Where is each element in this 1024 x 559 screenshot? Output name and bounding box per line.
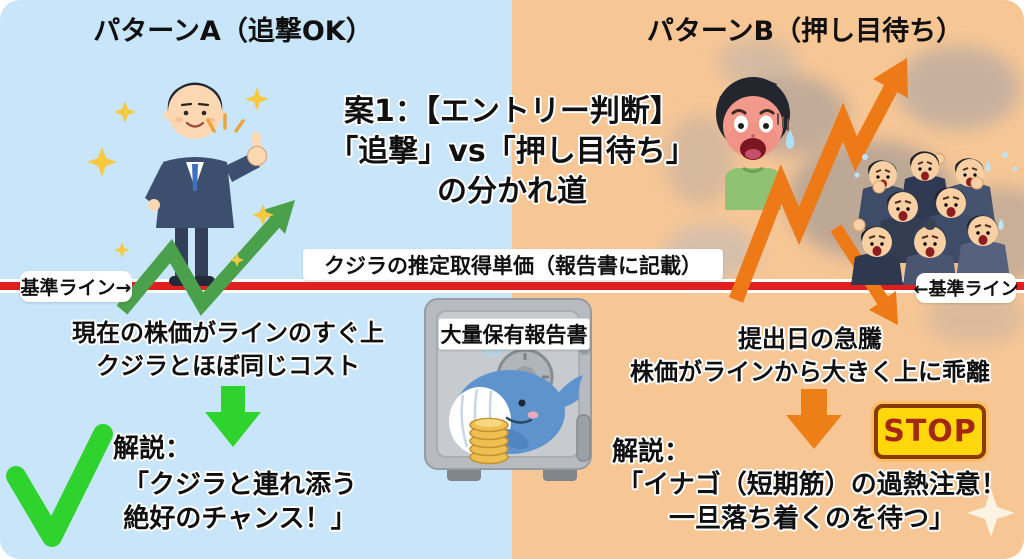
pattern-a-comment-line2: 絶好のチャンス！」 — [123, 504, 357, 534]
pattern-a-observation-line1: 現在の株価がラインのすぐ上 — [72, 319, 384, 347]
green-block-down-arrow-icon — [205, 386, 261, 447]
main-title-line2: 「追撃」vs「押し目待ち」 — [328, 134, 696, 169]
orange-block-down-arrow-icon — [786, 389, 842, 449]
pattern-b-comment: 「イナゴ（短期筋）の過熱注意！ 一旦落ち着くのを待つ」 — [600, 468, 1024, 536]
green-checkmark-icon — [6, 424, 113, 547]
pattern-a-observation-line2: クジラとほぼ同じコスト — [96, 352, 360, 380]
pattern-b-observation-line2: 株価がラインから大きく上に乖離 — [630, 358, 990, 386]
crowd-person — [851, 218, 903, 285]
pattern-a-comment-line1: 「クジラと連れ添う — [122, 470, 357, 500]
sweat-splash-icons — [854, 152, 1018, 178]
green-zigzag-up-arrow-icon — [116, 200, 295, 316]
main-title: 案1：【エントリー判断】 「追撃」vs「押し目待ち」 の分かれ道 — [302, 92, 722, 212]
thumbs-up-icon — [247, 131, 267, 166]
white-sparkle-icon — [967, 489, 1015, 537]
safe-label: 大量保有報告書 — [438, 318, 590, 350]
pattern-a-observation: 現在の株価がラインのすぐ上 クジラとほぼ同じコスト — [28, 317, 428, 383]
coin-stack-icon — [469, 417, 509, 465]
orange-zigzag-up-arrow-icon — [729, 58, 908, 303]
pattern-b-comment-line1: 「イナゴ（短期筋）の過熱注意！ — [617, 470, 1007, 500]
main-title-line3: の分かれ道 — [437, 174, 587, 209]
pattern-b-comment-line2: 一旦落ち着くのを待つ」 — [668, 504, 955, 534]
main-title-line1: 案1：【エントリー判断】 — [344, 94, 680, 129]
emphasis-lines-icon — [206, 113, 245, 133]
sweat-drop-icon — [785, 130, 795, 149]
pattern-a-comment-heading: 解説： — [113, 434, 192, 464]
baseline-line — [0, 279, 1024, 293]
pattern-b-title: パターンB（押し目待ち） — [646, 16, 964, 47]
baseline-caption: クジラの推定取得単価（報告書に記載） — [303, 249, 723, 280]
yellow-sparkle-icons — [87, 87, 274, 267]
pattern-a-title: パターンA（追撃OK） — [93, 16, 373, 47]
panicked-man-illustration — [716, 77, 795, 210]
pattern-a-comment: 「クジラと連れ添う 絶好のチャンス！」 — [75, 468, 405, 536]
pattern-b-observation: 提出日の急騰 株価がラインから大きく上に乖離 — [610, 323, 1010, 389]
stop-badge: STOP — [874, 404, 986, 459]
panicking-crowd-illustration — [851, 151, 1018, 285]
businessman-thumbs-up-illustration — [145, 82, 267, 286]
baseline-label-left: 基準ライン→ — [20, 271, 132, 302]
pattern-b-comment-heading: 解説： — [612, 437, 691, 467]
baseline-label-right: ←基準ライン — [913, 273, 1019, 303]
pattern-b-observation-line1: 提出日の急騰 — [738, 325, 882, 353]
